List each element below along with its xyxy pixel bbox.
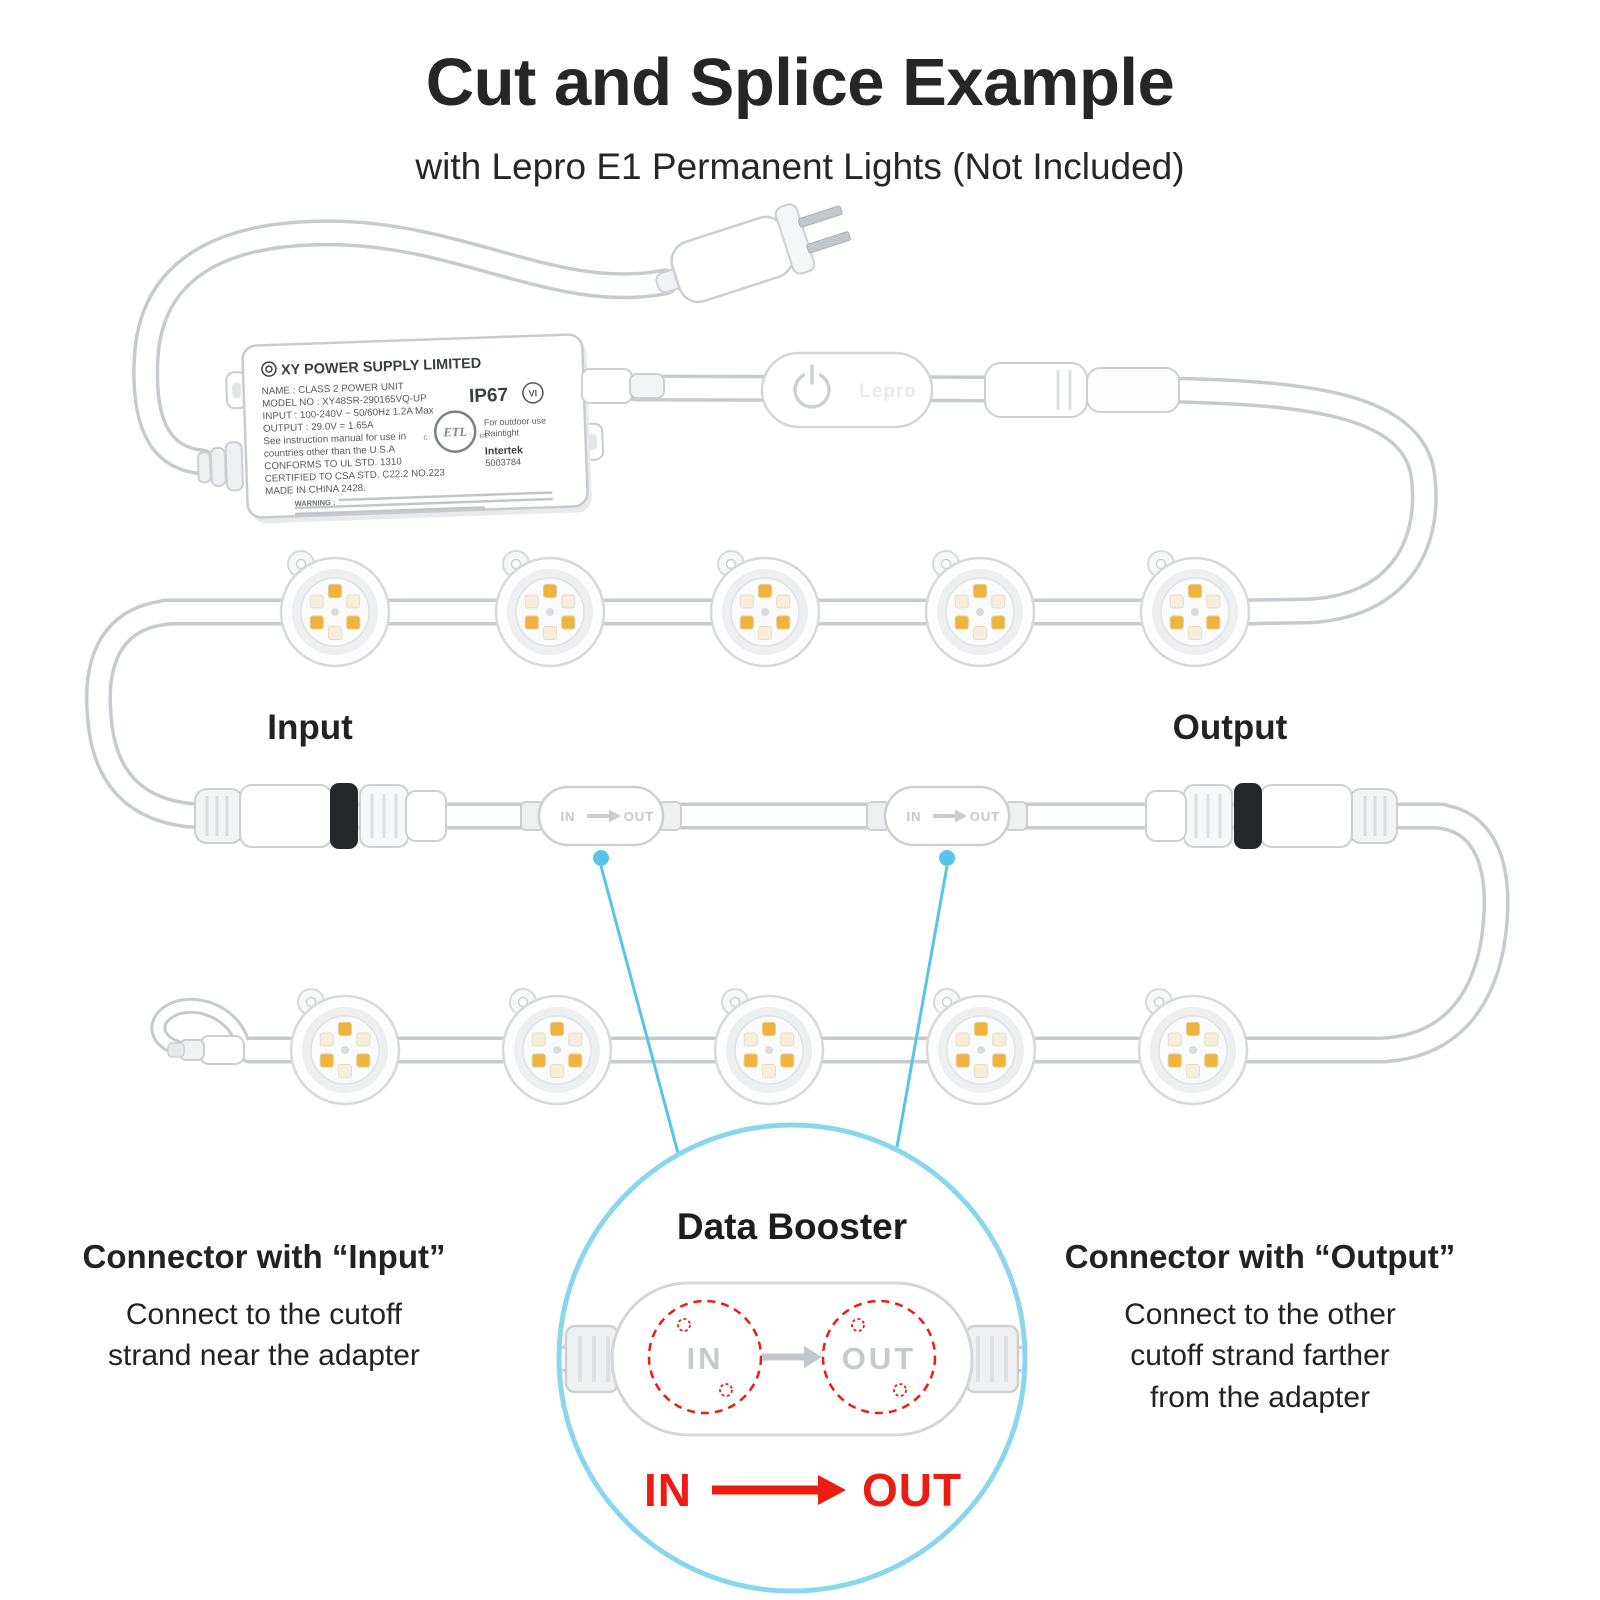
page-subtitle: with Lepro E1 Permanent Lights (Not Incl…: [415, 146, 1185, 187]
note-output: Connector with “Output” Connect to the o…: [1008, 1238, 1512, 1418]
brand-logo-icon: [261, 361, 277, 377]
led-puck: [289, 987, 401, 1106]
led-puck: [924, 549, 1036, 668]
svg-text:MADE IN CHINA 2428.: MADE IN CHINA 2428.: [265, 483, 366, 498]
note-output-heading: Connector with “Output”: [1064, 1238, 1456, 1275]
svg-text:VI: VI: [529, 388, 538, 398]
magnifier-title: Data Booster: [676, 1206, 908, 1247]
led-puck: [494, 549, 606, 668]
adapter-label: XY POWER SUPPLY LIMITED NAME : CLASS 2 P…: [261, 356, 553, 516]
svg-text:Raintight: Raintight: [484, 427, 520, 438]
booster-indicator-dot-2: [939, 850, 955, 866]
note-input: Connector with “Input” Connect to the cu…: [14, 1238, 514, 1377]
warning-label: WARNING :: [294, 498, 335, 508]
svg-text:CONFORMS TO UL STD. 1310: CONFORMS TO UL STD. 1310: [264, 456, 402, 472]
dc-barrel-connector: [581, 368, 665, 404]
ip-rating: IP67: [469, 385, 509, 407]
led-puck: [501, 987, 613, 1106]
out-highlight-circle: [821, 1299, 937, 1415]
vi-mark-icon: [522, 382, 544, 404]
led-puck: [709, 549, 821, 668]
in-highlight-circle: [647, 1299, 763, 1415]
output-connector: [1144, 781, 1399, 851]
end-cap-connector: [167, 1035, 245, 1065]
flow-legend: IN OUT: [644, 1464, 962, 1516]
note-input-body: Connect to the cutoff strand near the ad…: [108, 1298, 420, 1373]
svg-text:NAME : CLASS 2 POWER UNIT: NAME : CLASS 2 POWER UNIT: [262, 381, 404, 397]
svg-text:See instruction manual for use: See instruction manual for use in: [263, 431, 406, 447]
led-puck: [1137, 987, 1249, 1106]
data-booster-2: [865, 785, 1029, 847]
magnifier-callout-line-2: [895, 865, 949, 1148]
booster-detail: IN OUT: [554, 1281, 1030, 1437]
plug-prong-icon: [797, 205, 843, 228]
input-connector: [193, 781, 448, 851]
svg-text:c: c: [423, 433, 427, 442]
svg-text:5003784: 5003784: [485, 457, 521, 468]
input-label: Input: [267, 708, 353, 747]
svg-text:us: us: [479, 430, 488, 439]
power-plug: [655, 203, 851, 304]
flow-arrow-icon: [818, 1475, 846, 1505]
svg-text:For outdoor use: For outdoor use: [484, 415, 547, 427]
note-output-body: Connect to the other cutoff strand farth…: [1124, 1298, 1396, 1414]
waterproof-connector-pair: [984, 362, 1180, 418]
controller-brand: Lepro: [859, 381, 917, 402]
booster-detail-arrow-icon: [804, 1346, 822, 1368]
note-input-heading: Connector with “Input”: [82, 1238, 446, 1275]
power-adapter: XY POWER SUPPLY LIMITED NAME : CLASS 2 P…: [196, 333, 605, 524]
svg-text:Intertek: Intertek: [485, 444, 523, 457]
svg-text:countries other than the U.S.A: countries other than the U.S.A: [264, 444, 396, 460]
svg-text:OUTPUT : 29.0V = 1.65A: OUTPUT : 29.0V = 1.65A: [263, 420, 374, 435]
led-puck: [925, 987, 1037, 1106]
inline-controller: Lepro: [760, 351, 934, 429]
booster-detail-out-label: OUT: [842, 1341, 916, 1376]
plug-prong-icon: [806, 231, 851, 254]
svg-text:ETL: ETL: [442, 425, 467, 440]
led-puck: [1139, 549, 1251, 668]
page-title: Cut and Splice Example: [425, 45, 1175, 120]
adapter-brand: XY POWER SUPPLY LIMITED: [281, 356, 482, 379]
booster-detail-in-label: IN: [687, 1341, 724, 1376]
etl-mark-icon: [433, 410, 477, 453]
output-label: Output: [1172, 708, 1288, 747]
data-booster-1: [519, 785, 683, 847]
led-puck: [279, 549, 391, 668]
magnifier-callout-line-1: [599, 865, 680, 1154]
flow-out-label: OUT: [862, 1464, 962, 1516]
flow-in-label: IN: [644, 1464, 692, 1516]
power-button-icon: [793, 364, 831, 409]
booster-indicator-dot-1: [593, 850, 609, 866]
led-puck: [713, 987, 825, 1106]
